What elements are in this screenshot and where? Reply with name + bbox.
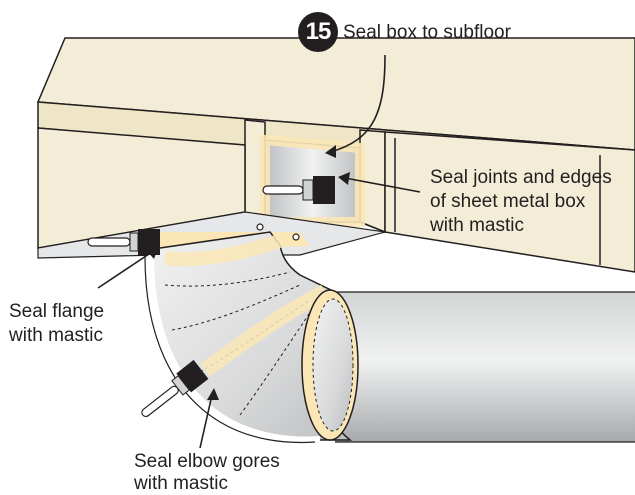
subfloor <box>36 37 635 151</box>
callout-elbow-line-1: Seal elbow gores <box>134 451 280 472</box>
paintbrush-icon <box>262 176 335 204</box>
step-number-badge: 15 <box>298 12 338 52</box>
step-title: Seal box to subfloor <box>343 22 511 43</box>
paintbrush-icon <box>141 359 209 418</box>
callout-elbow-line-2: with mastic <box>134 473 228 494</box>
duct-elbow <box>144 231 359 445</box>
callout-leaders <box>97 54 421 449</box>
callout-joints-line-1: Seal joints and edges <box>430 167 612 188</box>
paintbrush-icon <box>87 229 160 255</box>
callout-joints-line-3: with mastic <box>430 215 524 236</box>
callout-flange-line-1: Seal flange <box>9 301 105 322</box>
callout-joints-line-2: of sheet metal box <box>430 191 586 212</box>
round-duct <box>335 291 635 443</box>
callout-arrowheads <box>146 145 350 400</box>
callout-flange-line-2: with mastic <box>9 325 103 346</box>
